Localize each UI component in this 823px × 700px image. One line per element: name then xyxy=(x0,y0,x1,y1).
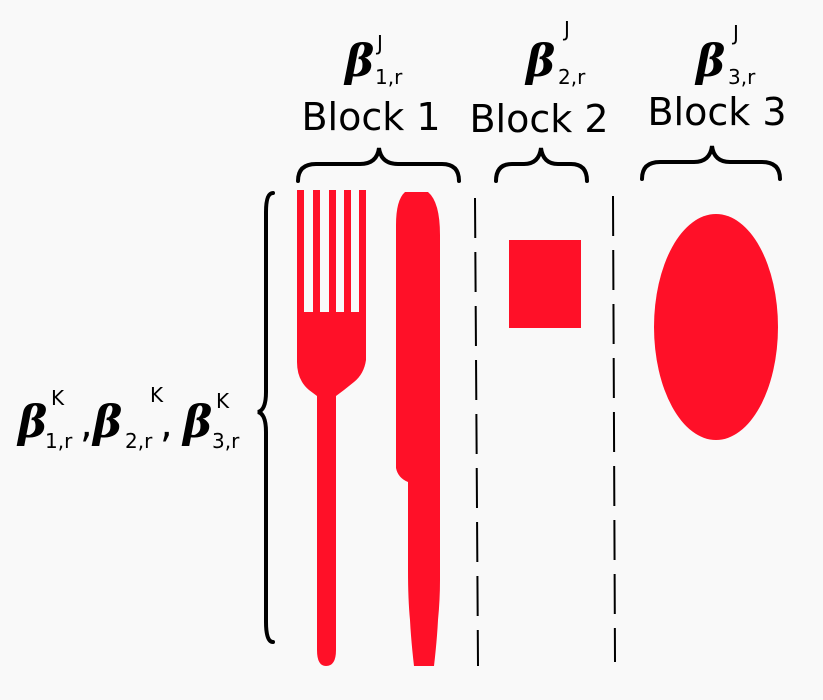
left-term-2-superscript: K xyxy=(150,383,164,407)
block-3-brace xyxy=(640,145,782,181)
left-term-2-beta: β xyxy=(91,397,122,448)
block-3-title: Block 3 xyxy=(647,90,786,134)
left-term-3-superscript: K xyxy=(216,389,230,413)
knife-shape xyxy=(396,192,440,666)
left-terms: β K 1,r , β K 2,r , β K 3,r xyxy=(16,383,240,453)
block-1-beta: β xyxy=(343,36,374,87)
shapes xyxy=(297,190,778,666)
block-2-beta-subscript: 2,r xyxy=(558,65,586,89)
block-1-title: Block 1 xyxy=(301,95,440,139)
block-2-beta-superscript: J xyxy=(562,17,570,41)
block-2-brace xyxy=(494,147,589,183)
block-2-beta: β xyxy=(524,36,555,87)
left-term-3-subscript: 3,r xyxy=(212,429,240,453)
left-term-2-separator: , xyxy=(160,401,173,447)
block-2-title: Block 2 xyxy=(469,97,608,141)
left-term-1-separator: , xyxy=(80,401,93,447)
separator-2-3 xyxy=(612,195,616,663)
block-3-header: β J 3,r Block 3 xyxy=(647,21,786,134)
left-term-1-subscript: 1,r xyxy=(45,429,73,453)
fork-shape xyxy=(297,190,366,666)
rows-brace xyxy=(257,191,275,644)
left-term-2-subscript: 2,r xyxy=(125,429,153,453)
block-1-brace xyxy=(296,147,461,183)
ellipse-shape xyxy=(654,214,778,440)
block-3-beta-superscript: J xyxy=(731,21,739,45)
block-3-beta: β xyxy=(694,36,725,87)
block-1-header: β J 1,r Block 1 xyxy=(301,31,440,139)
block-1-beta-subscript: 1,r xyxy=(375,65,403,89)
square-shape xyxy=(509,240,581,328)
block-3-beta-subscript: 3,r xyxy=(728,65,756,89)
left-term-3-beta: β xyxy=(181,397,212,448)
separator-1-2 xyxy=(474,197,479,667)
left-term-1-superscript: K xyxy=(51,386,65,410)
left-term-1-beta: β xyxy=(16,397,47,448)
block-2-header: β J 2,r Block 2 xyxy=(469,17,608,141)
block-1-beta-superscript: J xyxy=(375,31,383,55)
